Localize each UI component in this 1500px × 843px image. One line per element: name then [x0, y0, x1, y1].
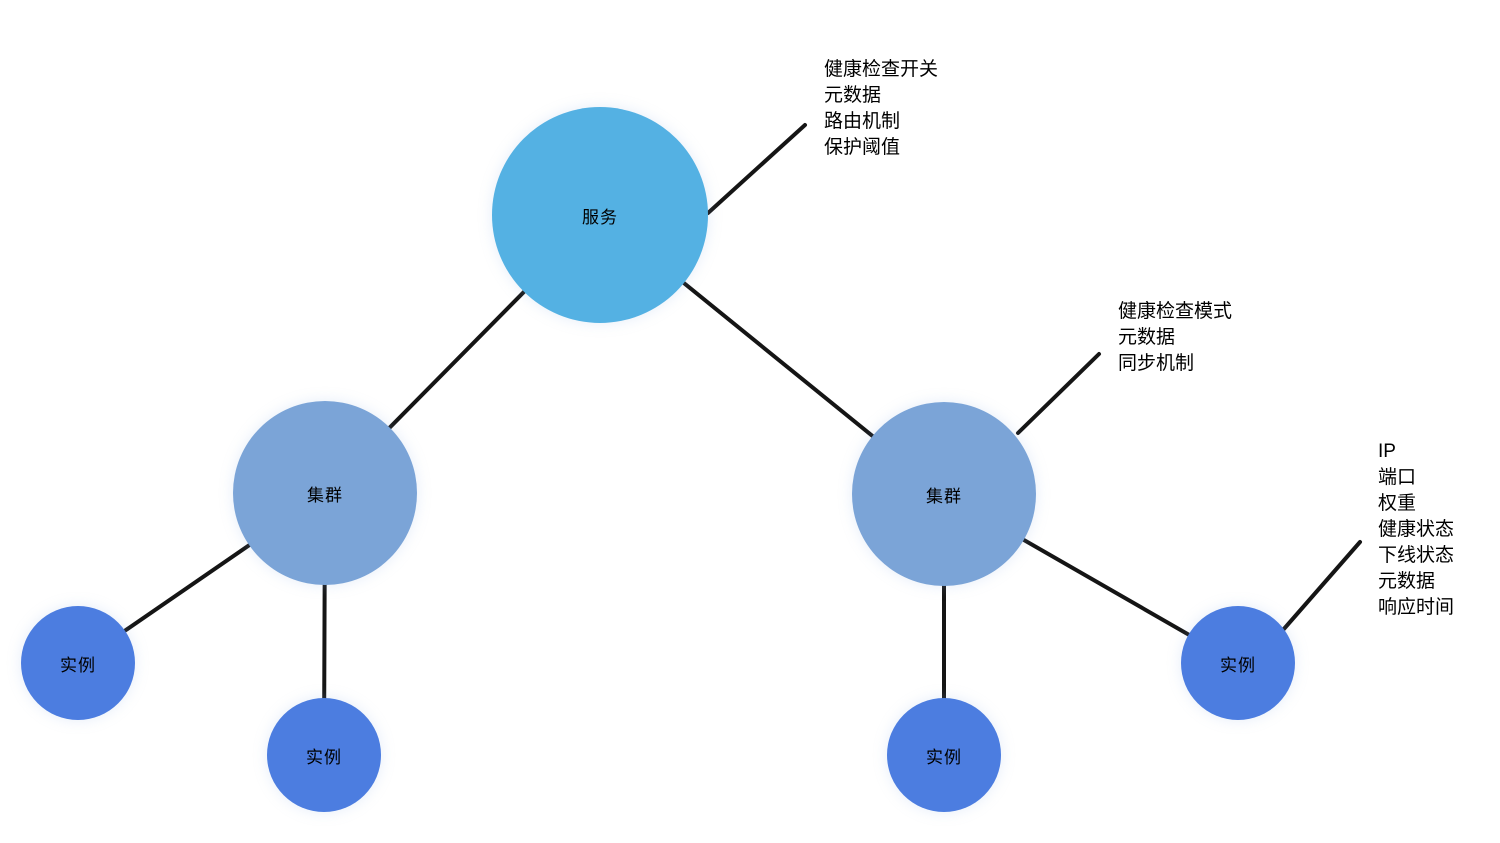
node-cluster-left: 集群 — [233, 401, 417, 585]
annotation-service-properties: 健康检查开关 元数据 路由机制 保护阈值 — [824, 57, 938, 161]
connector-service-annotation — [706, 123, 807, 215]
annotation-line: 权重 — [1378, 493, 1417, 514]
node-instance-left-inner: 实例 — [267, 698, 381, 812]
node-instance-right-inner: 实例 — [887, 698, 1001, 812]
node-instance-left-inner-label: 实例 — [306, 747, 342, 767]
connector-cluster-annotation — [1016, 352, 1101, 435]
annotation-line: 元数据 — [1378, 571, 1436, 592]
annotation-instance-properties: IP 端口 权重 健康状态 下线状态 元数据 响应时间 — [1378, 439, 1454, 621]
node-instance-right-outer: 实例 — [1181, 606, 1295, 720]
node-instance-right-outer-label: 实例 — [1220, 655, 1256, 675]
annotation-line: 元数据 — [1118, 327, 1176, 348]
annotation-cluster-properties: 健康检查模式 元数据 同步机制 — [1118, 299, 1232, 377]
node-service: 服务 — [492, 107, 708, 323]
annotation-line: 保护阈值 — [824, 137, 901, 158]
node-cluster-right: 集群 — [852, 402, 1036, 586]
node-cluster-right-label: 集群 — [926, 486, 962, 506]
annotation-line: 同步机制 — [1118, 353, 1195, 374]
annotation-line: 响应时间 — [1378, 597, 1455, 618]
annotation-line: 端口 — [1378, 467, 1417, 488]
node-instance-left-outer-label: 实例 — [60, 655, 96, 675]
annotation-line: 健康状态 — [1378, 519, 1455, 540]
node-instance-left-outer: 实例 — [21, 606, 135, 720]
annotation-line: IP — [1378, 441, 1396, 462]
node-service-label: 服务 — [582, 207, 618, 227]
node-cluster-left-label: 集群 — [307, 485, 343, 505]
connector-instance-annotation — [1281, 540, 1362, 632]
annotation-line: 下线状态 — [1378, 545, 1455, 566]
annotation-line: 健康检查模式 — [1118, 301, 1233, 322]
node-instance-right-inner-label: 实例 — [926, 747, 962, 767]
annotation-line: 元数据 — [824, 85, 882, 106]
annotation-line: 健康检查开关 — [824, 59, 939, 80]
annotation-line: 路由机制 — [824, 111, 901, 132]
